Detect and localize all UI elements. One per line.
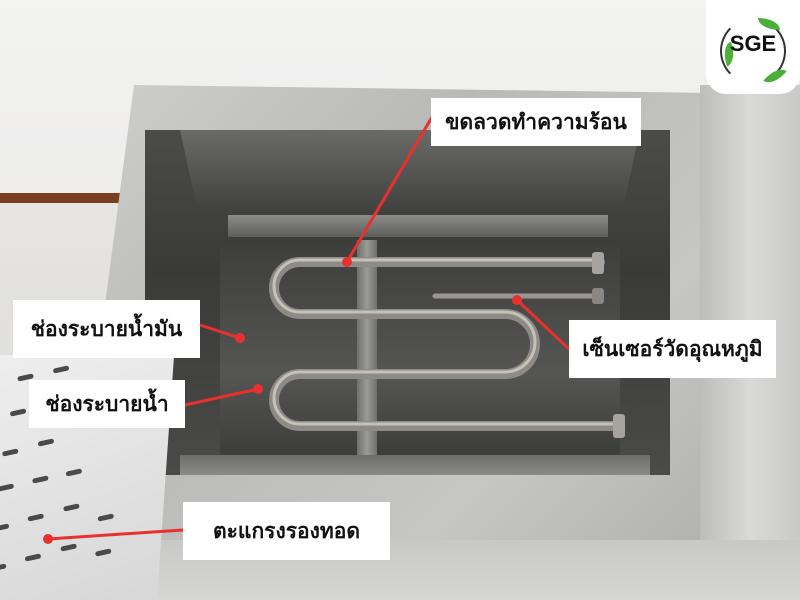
logo-text: SGE (729, 31, 777, 56)
logo-ring-icon (720, 18, 786, 84)
callout-dot-heating-element (342, 257, 352, 267)
label-frying-rack: ตะแกรงรองทอด (183, 502, 390, 560)
wood-trim (0, 193, 120, 203)
well-front-ledge (180, 455, 650, 475)
callout-dot-water-drain (253, 384, 263, 394)
label-heating-element: ขดลวดทำความร้อน (431, 98, 641, 146)
callout-dot-frying-rack (43, 534, 53, 544)
element-support-bracket (357, 240, 377, 465)
sge-logo: SGE (706, 0, 800, 94)
label-temperature-sensor: เซ็นเซอร์วัดอุณหภูมิ (569, 320, 776, 378)
label-water-drain: ช่องระบายน้ำ (29, 380, 185, 428)
label-oil-drain: ช่องระบายน้ำมัน (13, 300, 200, 358)
callout-dot-temperature-sensor (512, 295, 522, 305)
callout-dot-oil-drain (235, 333, 245, 343)
